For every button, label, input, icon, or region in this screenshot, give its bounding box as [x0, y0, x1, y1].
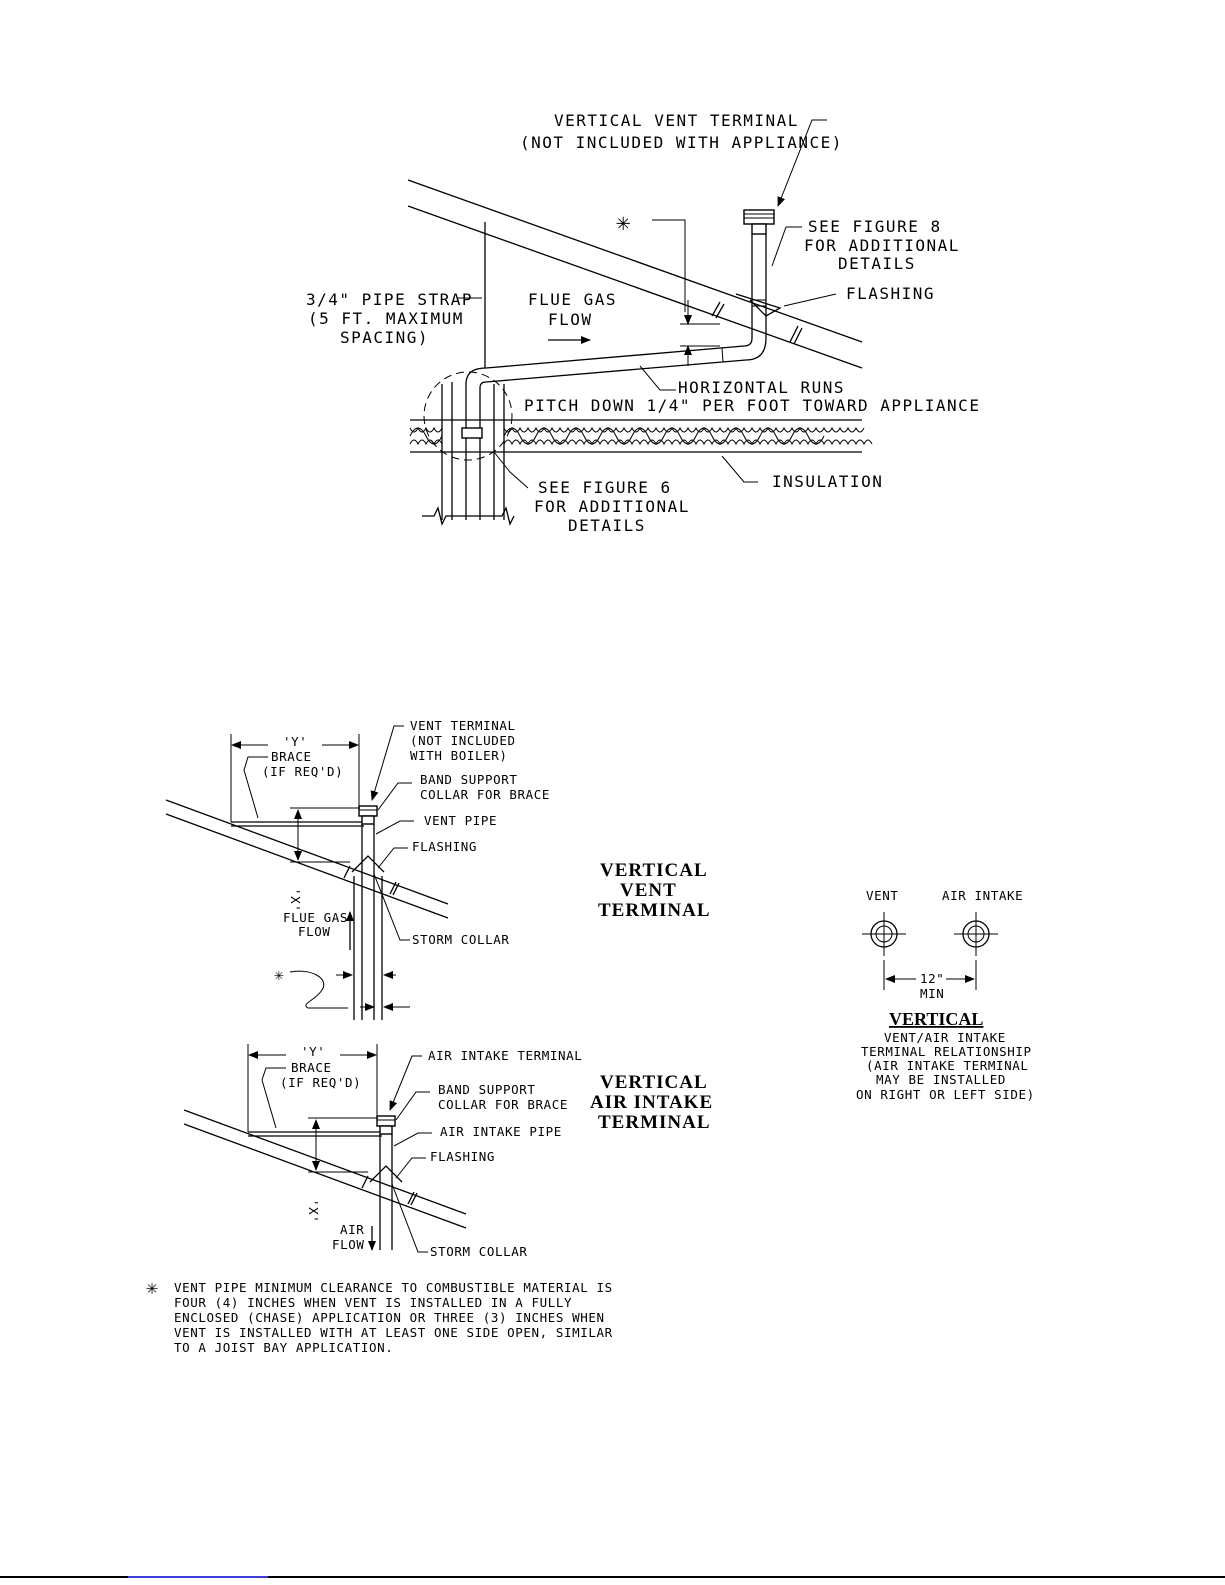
rel-desc-2: TERMINAL RELATIONSHIP	[861, 1044, 1032, 1059]
air-pipe-label: AIR INTAKE PIPE	[440, 1124, 562, 1139]
top-horizontal-runs: HORIZONTAL RUNS	[678, 378, 845, 397]
vent-brace-2: (IF REQ'D)	[262, 764, 343, 779]
vent-brace-1: BRACE	[271, 749, 312, 764]
top-see-fig6-3: DETAILS	[568, 516, 646, 535]
top-see-fig8-2: FOR ADDITIONAL	[804, 236, 960, 255]
top-see-fig6-2: FOR ADDITIONAL	[534, 497, 690, 516]
note-line-2: FOUR (4) INCHES WHEN VENT IS INSTALLED I…	[174, 1295, 572, 1310]
top-see-fig8-3: DETAILS	[838, 254, 916, 273]
air-brace-1: BRACE	[291, 1060, 332, 1075]
air-terminal-label: AIR INTAKE TERMINAL	[428, 1048, 582, 1063]
note-line-4: VENT IS INSTALLED WITH AT LEAST ONE SIDE…	[174, 1325, 613, 1340]
vent-terminal-1: VENT TERMINAL	[410, 718, 516, 733]
air-flow-2: FLOW	[332, 1237, 365, 1252]
footer-link-underline[interactable]	[128, 1576, 268, 1578]
rel-desc-3: (AIR INTAKE TERMINAL	[866, 1058, 1029, 1073]
top-vent-terminal-label-2: (NOT INCLUDED WITH APPLIANCE)	[520, 133, 843, 152]
vent-asterisk: ✳	[274, 965, 284, 984]
vent-storm-collar: STORM COLLAR	[412, 932, 510, 947]
top-asterisk-mark: ✳	[616, 208, 630, 236]
rel-desc-1: VENT/AIR INTAKE	[884, 1030, 1006, 1045]
note-asterisk: ✳	[146, 1275, 158, 1299]
vertical-air-intake-figure: 'Y' BRACE (IF REQ'D) AIR INTAKE TERMINAL…	[183, 1044, 713, 1259]
top-see-fig6-1: SEE FIGURE 6	[538, 478, 672, 497]
top-pipe-strap-3: SPACING)	[340, 328, 429, 347]
air-title-3: TERMINAL	[598, 1112, 711, 1133]
top-pipe-strap-2: (5 FT. MAXIMUM	[308, 309, 464, 328]
vent-x-label: 'X'	[288, 888, 303, 912]
vent-band-support-2: COLLAR FOR BRACE	[420, 787, 550, 802]
vent-flue-gas-2: FLOW	[298, 924, 331, 939]
note-line-1: VENT PIPE MINIMUM CLEARANCE TO COMBUSTIB…	[174, 1280, 613, 1295]
air-title-1: VERTICAL	[600, 1072, 708, 1093]
top-pitch-label: PITCH DOWN 1/4" PER FOOT TOWARD APPLIANC…	[524, 396, 980, 415]
air-brace-2: (IF REQ'D)	[280, 1075, 361, 1090]
air-y-label: 'Y'	[301, 1044, 325, 1059]
air-band-support-2: COLLAR FOR BRACE	[438, 1097, 568, 1112]
vent-terminal-3: WITH BOILER)	[410, 748, 508, 763]
vent-flue-gas-1: FLUE GAS	[283, 910, 348, 925]
air-flashing-label: FLASHING	[430, 1149, 495, 1164]
top-pipe-strap-1: 3/4" PIPE STRAP	[306, 290, 473, 309]
rel-min-label: MIN	[920, 986, 944, 1001]
top-insulation-label: INSULATION	[772, 472, 883, 491]
vent-terminal-2: (NOT INCLUDED	[410, 733, 516, 748]
note-line-3: ENCLOSED (CHASE) APPLICATION OR THREE (3…	[174, 1310, 605, 1325]
air-flow-1: AIR	[340, 1222, 364, 1237]
air-band-support-1: BAND SUPPORT	[438, 1082, 536, 1097]
top-see-fig8-1: SEE FIGURE 8	[808, 217, 942, 236]
vent-title-3: TERMINAL	[598, 900, 711, 921]
rel-desc-4: MAY BE INSTALLED	[876, 1072, 1006, 1087]
rel-desc-5: ON RIGHT OR LEFT SIDE)	[856, 1087, 1035, 1102]
rel-vent-label: VENT	[866, 888, 899, 903]
note-line-5: TO A JOIST BAY APPLICATION.	[174, 1340, 393, 1355]
top-vent-terminal-label-1: VERTICAL VENT TERMINAL	[554, 111, 799, 130]
top-attic-vent-figure: VERTICAL VENT TERMINAL (NOT INCLUDED WIT…	[306, 111, 980, 535]
air-title-2: AIR INTAKE	[590, 1092, 713, 1113]
vent-title-1: VERTICAL	[600, 860, 708, 881]
air-storm-collar: STORM COLLAR	[430, 1244, 528, 1259]
top-flashing-label: FLASHING	[846, 284, 935, 303]
rel-dim-value: 12"	[920, 971, 944, 986]
rel-air-intake-label: AIR INTAKE	[942, 888, 1023, 903]
vertical-vent-terminal-figure: 'Y' BRACE (IF REQ'D) VENT TERMINAL (NOT …	[165, 718, 711, 1020]
top-flue-gas-1: FLUE GAS	[528, 290, 617, 309]
top-flue-gas-2: FLOW	[548, 310, 593, 329]
vent-pipe-label: VENT PIPE	[424, 813, 497, 828]
clearance-note: ✳ VENT PIPE MINIMUM CLEARANCE TO COMBUST…	[146, 1275, 613, 1355]
rel-title: VERTICAL	[889, 1009, 983, 1029]
vent-title-2: VENT	[620, 880, 677, 901]
air-x-label: 'X'	[306, 1199, 321, 1223]
page-bottom-rule	[0, 1576, 1225, 1578]
vent-air-relationship-figure: VENT AIR INTAKE 12" MIN VERTICAL VENT/AI…	[856, 888, 1035, 1102]
vent-band-support-1: BAND SUPPORT	[420, 772, 518, 787]
vent-flashing-label: FLASHING	[412, 839, 477, 854]
vent-y-label: 'Y'	[283, 734, 307, 749]
